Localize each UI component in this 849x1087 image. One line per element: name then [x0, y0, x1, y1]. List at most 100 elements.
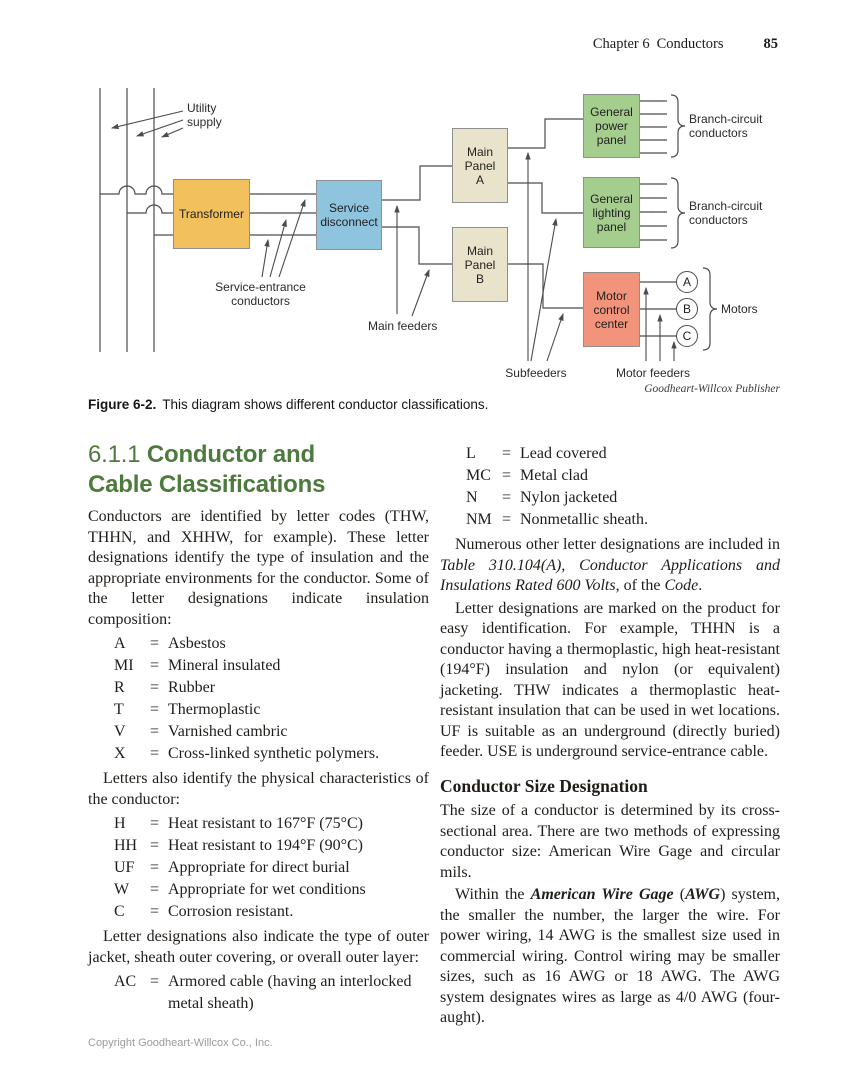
main-feeders-label: Main feeders — [368, 319, 438, 333]
main-panel-a-box: Main Panel A — [452, 128, 508, 203]
definition-row: MI=Mineral insulated — [88, 655, 429, 677]
branch-circuit-wires-lighting — [640, 183, 667, 241]
definition: Corrosion resistant. — [168, 903, 294, 920]
branch-circuit-conductors-label-2: Branch-circuit conductors — [689, 199, 763, 227]
section-heading: 6.1.1 Conductor and Cable Classification… — [88, 440, 429, 500]
equals-sign: = — [150, 679, 160, 696]
paragraph: Conductors are identified by letter code… — [88, 508, 429, 628]
equals-sign: = — [150, 815, 160, 832]
main-panel-b-box: Main Panel B — [452, 227, 508, 302]
motor-feeder-wires — [640, 281, 676, 337]
code: AC — [114, 973, 137, 990]
equals-sign: = — [150, 635, 160, 652]
definition: Heat resistant to 167°F (75°C) — [168, 815, 363, 832]
definition-row: UF=Appropriate for direct burial — [88, 857, 429, 879]
figure-caption-text: This diagram shows different conductor c… — [162, 397, 489, 412]
left-column: 6.1.1 Conductor and Cable Classification… — [88, 440, 429, 1019]
subsection-heading: Conductor Size Designation — [440, 775, 648, 796]
definition-row: AC = Armored cable (having an interlocked … — [88, 971, 429, 1015]
subfeeder-wires — [508, 118, 583, 309]
equals-sign: = — [150, 859, 160, 876]
equals-sign: = — [150, 837, 160, 854]
motor-a-circle: A — [676, 271, 698, 293]
equals-sign: = — [150, 973, 160, 990]
utility-supply-lines — [99, 88, 155, 352]
paragraph: Letter designations are marked on the pr… — [440, 599, 780, 761]
definition: Cross-linked synthetic polymers. — [168, 745, 380, 762]
service-disconnect-box: Service disconnect — [316, 180, 382, 250]
code: W — [114, 881, 130, 898]
transformer-feed-wires — [100, 185, 173, 236]
definition: Nylon jacketed — [520, 489, 618, 506]
definition-row: H = Heat resistant to 167°F (75°C) — [88, 813, 429, 835]
code: X — [114, 745, 126, 762]
definition-row: HH = Heat resistant to 194°F (90°C) — [88, 835, 429, 857]
section-title-line1: Conductor and — [146, 441, 315, 468]
definition: Heat resistant to 194°F (90°C) — [168, 837, 363, 854]
chapter-title: Conductors — [656, 36, 724, 52]
figure-credit: Goodheart-Willcox Publisher — [644, 383, 780, 395]
code: A — [114, 635, 126, 652]
running-head: Chapter 6 Conductors 85 — [593, 36, 778, 53]
subfeeders-arrows — [525, 151, 564, 362]
paragraph: Letters also identify the physical chara… — [88, 770, 429, 808]
paragraph: Letter designations also indicate the ty… — [88, 928, 429, 966]
definition-row: N = Nylon jacketed — [440, 487, 780, 509]
definition-row: NM = Nonmetallic sheath. — [440, 509, 780, 531]
service-entrance-wires — [250, 193, 316, 236]
equals-sign: = — [150, 881, 160, 898]
code: NM — [466, 511, 492, 528]
equals-sign: = — [150, 903, 160, 920]
utility-supply-label: Utility supply — [187, 101, 222, 129]
section-title-line2: Cable Classifications — [88, 471, 326, 498]
outer-jacket-list: AC = Armored cable (having an interlocked … — [88, 971, 429, 1015]
brace-motors — [702, 267, 718, 351]
right-column: L=Lead covered MC=Metal clad N=Nylon jac… — [440, 440, 780, 1031]
motor-control-center-box: Motor control center — [583, 272, 640, 347]
code: HH — [114, 837, 138, 854]
code: H — [114, 815, 126, 832]
definition: Varnished cambric — [168, 723, 288, 740]
utility-supply-arrows — [110, 110, 184, 138]
page-number: 85 — [763, 36, 779, 52]
definition: Armored cable (having an interlocked met… — [168, 973, 412, 1012]
equals-sign: = — [150, 745, 160, 762]
figure-caption-label: Figure 6-2. — [88, 397, 157, 412]
motor-b-circle: B — [676, 298, 698, 320]
definition: Mineral insulated — [168, 657, 281, 674]
definition: Rubber — [168, 679, 216, 696]
definition-row: X = Cross-linked synthetic polymers. — [88, 743, 429, 765]
copyright-notice: Copyright Goodheart-Willcox Co., Inc. — [88, 1037, 273, 1049]
chapter-number: Chapter 6 — [592, 36, 650, 52]
equals-sign: = — [150, 723, 160, 740]
equals-sign: = — [502, 489, 512, 506]
physical-characteristics-list: H = Heat resistant to 167°F (75°C) HH = Heat… — [88, 813, 429, 923]
definition-row: R = Rubber — [88, 677, 429, 699]
main-feeder-wires — [382, 165, 452, 265]
equals-sign: = — [502, 467, 512, 484]
general-lighting-panel-box: General lighting panel — [583, 177, 640, 248]
definition: Appropriate for direct burial — [168, 859, 350, 876]
definition: Nonmetallic sheath. — [520, 511, 648, 528]
general-power-panel-box: General power panel — [583, 94, 640, 158]
definition-row: W=Appropriate for wet conditions — [88, 879, 429, 901]
equals-sign: = — [150, 701, 160, 718]
equals-sign: = — [502, 445, 512, 462]
definition-row: A=Asbestos — [88, 633, 429, 655]
outer-jacket-list-continued: L=Lead covered MC=Metal clad N=Nylon jac… — [440, 443, 780, 531]
definition: Metal clad — [520, 467, 588, 484]
branch-circuit-conductors-label-1: Branch-circuit conductors — [689, 112, 763, 140]
equals-sign: = — [150, 657, 160, 674]
code: R — [114, 679, 125, 696]
definition: Thermoplastic — [168, 701, 261, 718]
insulation-code-list: A=Asbestos MI=Mineral insulated R=Rubber… — [88, 633, 429, 765]
code: MC — [466, 467, 491, 484]
paragraph: Numerous other letter designations are i… — [440, 536, 780, 594]
code: C — [114, 903, 125, 920]
service-entrance-conductors-label: Service-entrance conductors — [215, 280, 306, 308]
equals-sign: = — [502, 511, 512, 528]
code: N — [466, 489, 478, 506]
brace-branch-circuit-1 — [670, 94, 686, 158]
code: T — [114, 701, 124, 718]
